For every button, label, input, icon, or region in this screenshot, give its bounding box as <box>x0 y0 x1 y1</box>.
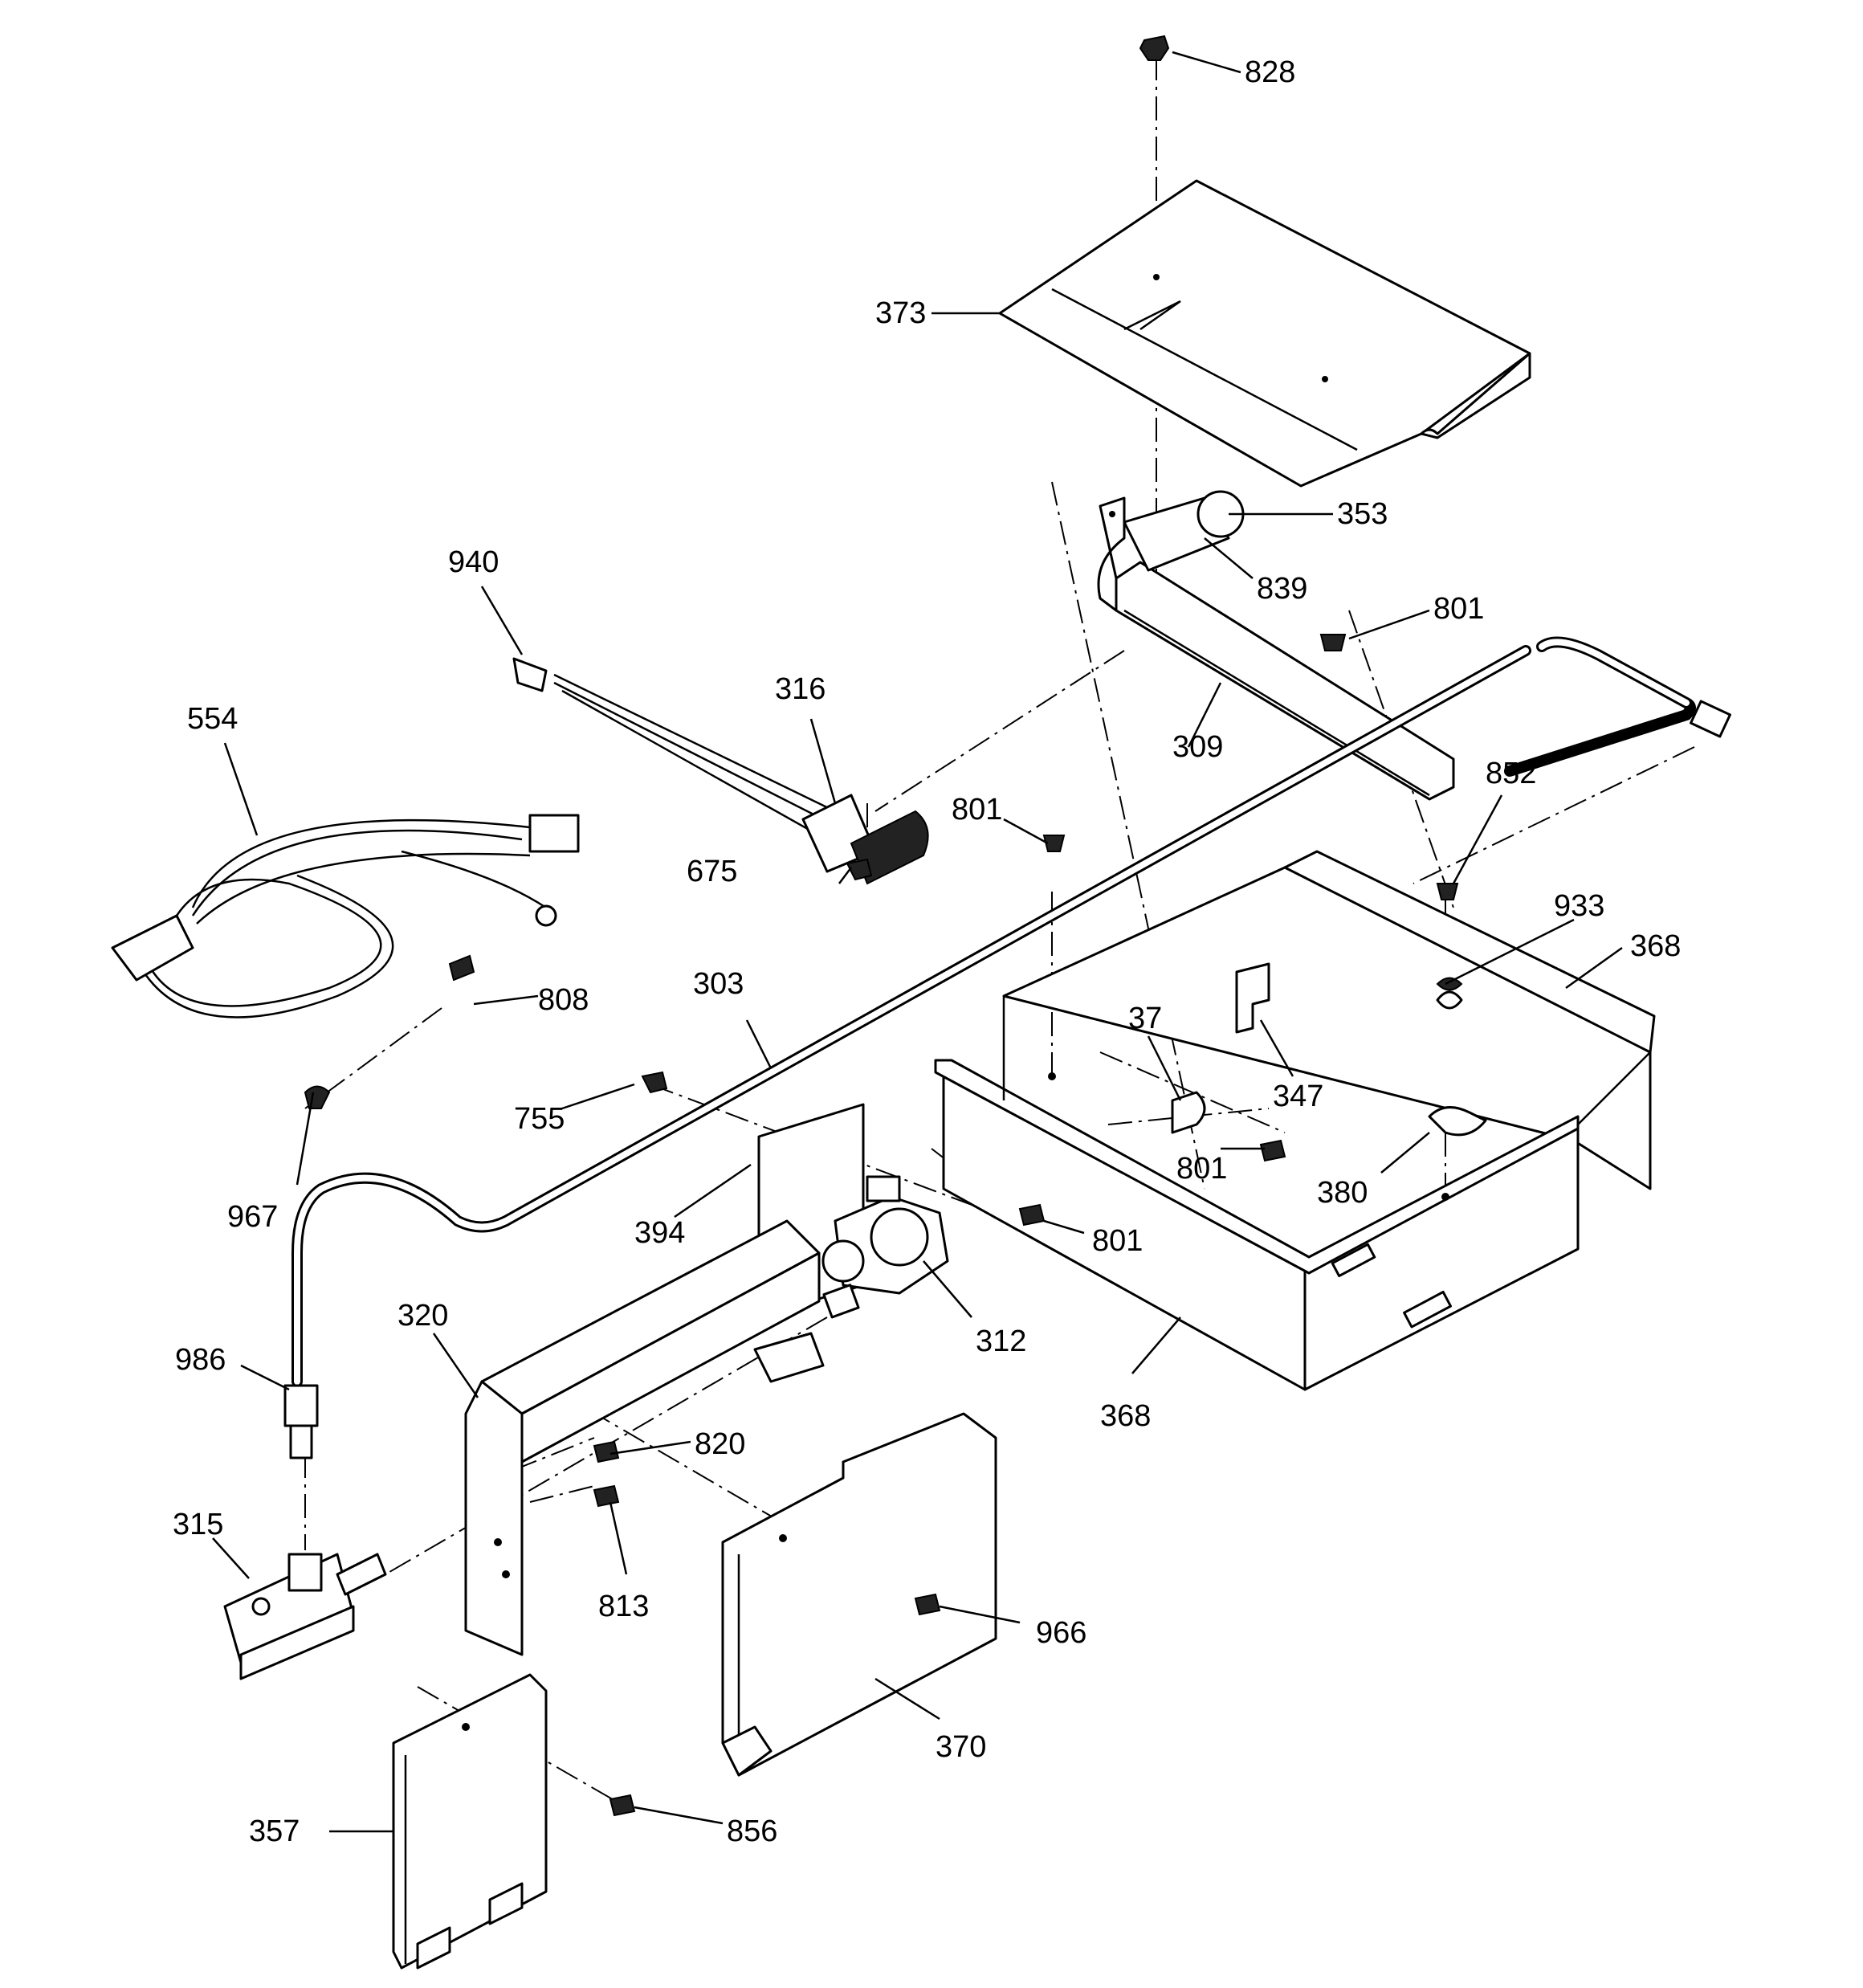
callout-316: 316 <box>775 672 826 706</box>
callout-967: 967 <box>227 1200 278 1234</box>
part-373-shield <box>998 179 1531 488</box>
callout-315: 315 <box>173 1508 223 1541</box>
callout-675: 675 <box>687 855 737 888</box>
small-brackets <box>1171 962 1487 1137</box>
callout-368: 368 <box>1630 929 1681 963</box>
callout-820: 820 <box>695 1427 745 1461</box>
callout-373: 373 <box>875 296 926 330</box>
callout-839: 839 <box>1257 572 1307 606</box>
callout-828: 828 <box>1245 55 1295 89</box>
callout-808: 808 <box>538 983 589 1017</box>
callout-368: 368 <box>1100 1399 1151 1433</box>
callout-303: 303 <box>693 967 744 1001</box>
part-320-manifold-panel <box>464 1219 821 1656</box>
part-303-manifold-tube <box>283 636 1731 1459</box>
part-316-igniter <box>512 657 929 885</box>
part-312-regulator <box>821 1175 949 1319</box>
callout-554: 554 <box>187 702 238 736</box>
callout-320: 320 <box>397 1299 448 1333</box>
callout-357: 357 <box>249 1815 300 1848</box>
callout-986: 986 <box>175 1343 226 1377</box>
callout-801: 801 <box>1176 1152 1227 1186</box>
part-370-cover <box>721 1412 997 1777</box>
callout-801: 801 <box>952 793 1002 827</box>
callout-312: 312 <box>976 1325 1026 1358</box>
callout-309: 309 <box>1172 730 1223 764</box>
callout-856: 856 <box>727 1815 777 1848</box>
callout-801: 801 <box>1092 1224 1143 1258</box>
callout-labels: 828 373 353 839 801 940 316 309 554 801 … <box>173 55 1681 1848</box>
callout-852: 852 <box>1486 757 1536 790</box>
callout-347: 347 <box>1273 1080 1323 1113</box>
part-368-burner-box <box>934 850 1656 1391</box>
callout-801: 801 <box>1433 592 1484 626</box>
part-357-panel <box>392 1673 548 1970</box>
leader-lines <box>212 51 1623 1833</box>
callout-755: 755 <box>514 1102 565 1136</box>
part-554-power-cord <box>111 814 580 1018</box>
callout-966: 966 <box>1036 1616 1086 1650</box>
callout-37: 37 <box>1128 1002 1162 1035</box>
part-309-burner <box>1097 490 1455 801</box>
part-315-valve <box>223 1553 387 1680</box>
callout-353: 353 <box>1337 497 1388 531</box>
callout-380: 380 <box>1317 1176 1368 1210</box>
callout-813: 813 <box>598 1590 649 1623</box>
callout-370: 370 <box>936 1730 986 1764</box>
callout-394: 394 <box>634 1216 685 1250</box>
callout-940: 940 <box>448 545 499 579</box>
callout-933: 933 <box>1554 889 1604 923</box>
